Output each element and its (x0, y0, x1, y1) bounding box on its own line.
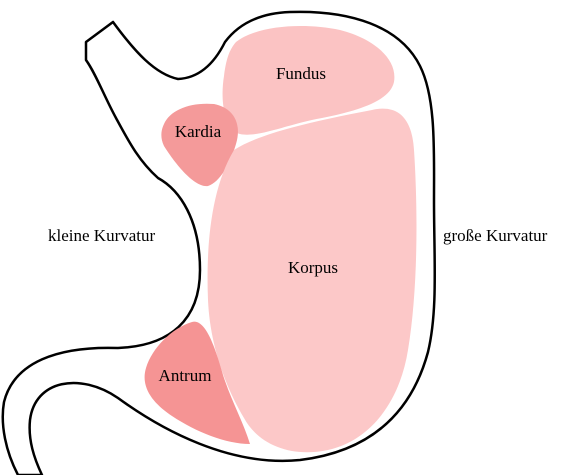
major-curvature-label: große Kurvatur (443, 226, 548, 245)
kardia-label: Kardia (175, 122, 222, 141)
korpus-label: Korpus (288, 258, 338, 277)
fundus-label: Fundus (276, 64, 326, 83)
antrum-label: Antrum (159, 366, 212, 385)
korpus-region (208, 109, 417, 453)
minor-curvature-label: kleine Kurvatur (48, 226, 155, 245)
